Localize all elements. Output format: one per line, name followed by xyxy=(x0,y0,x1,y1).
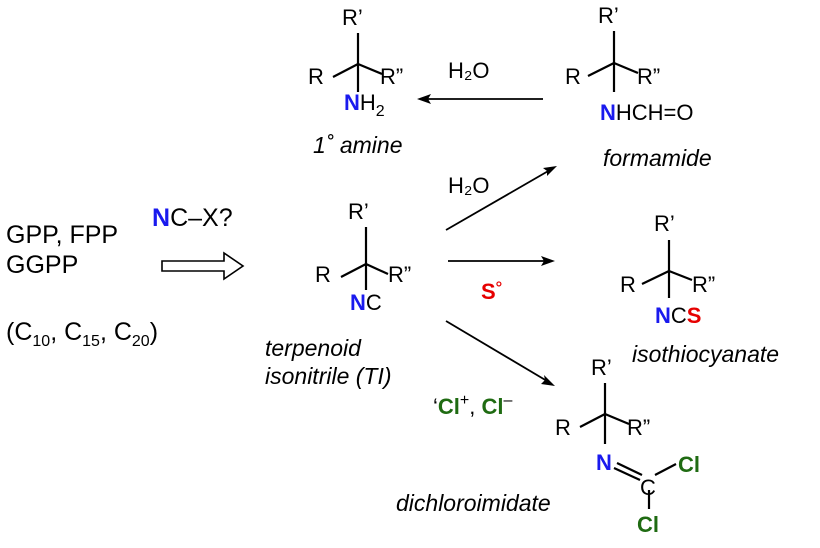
precursor-gpp-fpp: GPP, FPP xyxy=(6,221,118,249)
imidoyl-carbon: C xyxy=(640,475,656,500)
imine-nitrogen: N xyxy=(596,450,612,475)
isonitrile-structure: R’ R R” NC xyxy=(315,199,411,315)
dichloroimidate-structure: R’ R R” N C Cl Cl xyxy=(555,355,700,537)
hydrolysis-reagent: H₂O xyxy=(448,58,490,83)
open-arrow xyxy=(161,251,245,281)
formamide-structure: R’ R R” NHCH=O xyxy=(565,3,694,125)
svg-text:R”: R” xyxy=(637,64,660,89)
reagent-query: NC–X? xyxy=(152,204,233,232)
isocyano-group: NC xyxy=(350,290,382,315)
svg-text:R”: R” xyxy=(380,64,403,89)
svg-text:R: R xyxy=(620,272,636,297)
carbon-counts: (C10, C15, C20) xyxy=(6,318,158,350)
precursors: GPP, FPP GGPP (C10, C15, C20) xyxy=(6,221,158,350)
svg-text:R’: R’ xyxy=(591,355,612,380)
substituent-r: R xyxy=(315,262,331,287)
chlorine-atom: Cl xyxy=(637,512,659,537)
formamide-group: NHCH=O xyxy=(600,100,694,125)
svg-text:R: R xyxy=(565,64,581,89)
isothiocyanate-group: NCS xyxy=(655,303,701,328)
amino-group: NH2 xyxy=(344,90,385,120)
svg-text:R”: R” xyxy=(692,272,715,297)
amine-structure: R’ R R” NH2 xyxy=(308,5,403,120)
svg-text:R’: R’ xyxy=(598,3,619,28)
svg-text:R: R xyxy=(555,415,571,440)
dichloroimidate-label: dichloroimidate xyxy=(396,490,551,516)
isothiocyanate-structure: R’ R R” NCS xyxy=(620,211,715,328)
amine-label: 1˚ amine xyxy=(313,132,402,158)
chlorine-reagent: ‘Cl+, Cl– xyxy=(433,392,512,419)
isonitrile-label-line2: isonitrile (TI) xyxy=(265,363,392,389)
precursor-ggpp: GGPP xyxy=(6,251,78,279)
formamide-label: formamide xyxy=(603,145,712,171)
chlorine-atom: Cl xyxy=(678,452,700,477)
isothiocyanate-label: isothiocyanate xyxy=(632,341,779,367)
svg-text:R: R xyxy=(308,64,324,89)
hydration-reagent: H₂O xyxy=(448,173,490,198)
svg-text:R’: R’ xyxy=(342,5,363,30)
isonitrile-label-line1: terpenoid xyxy=(265,335,362,361)
svg-text:R’: R’ xyxy=(654,211,675,236)
svg-text:R”: R” xyxy=(627,415,650,440)
substituent-r-prime: R’ xyxy=(348,199,369,224)
substituent-r-double-prime: R” xyxy=(388,262,411,287)
sulfur-reagent: S˚ xyxy=(481,279,503,304)
